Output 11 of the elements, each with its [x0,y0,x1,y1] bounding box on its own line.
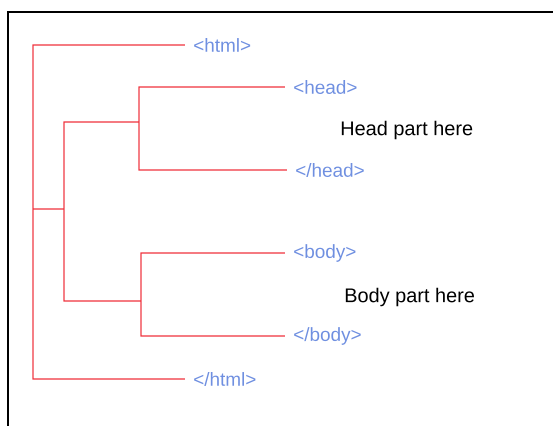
tag-text: </body> [294,327,361,345]
note-text: Body part here [346,288,474,306]
tag-text: </html> [194,372,256,386]
note-text: Head part here [342,120,472,140]
tag-text: </head> [296,163,364,177]
tag-text: <html> [194,38,250,52]
bracket-line [32,44,185,380]
tag-text: <head> [294,80,356,94]
bracket-line [138,86,287,171]
bracket-line [140,252,285,337]
tag-text: <body> [294,244,356,262]
